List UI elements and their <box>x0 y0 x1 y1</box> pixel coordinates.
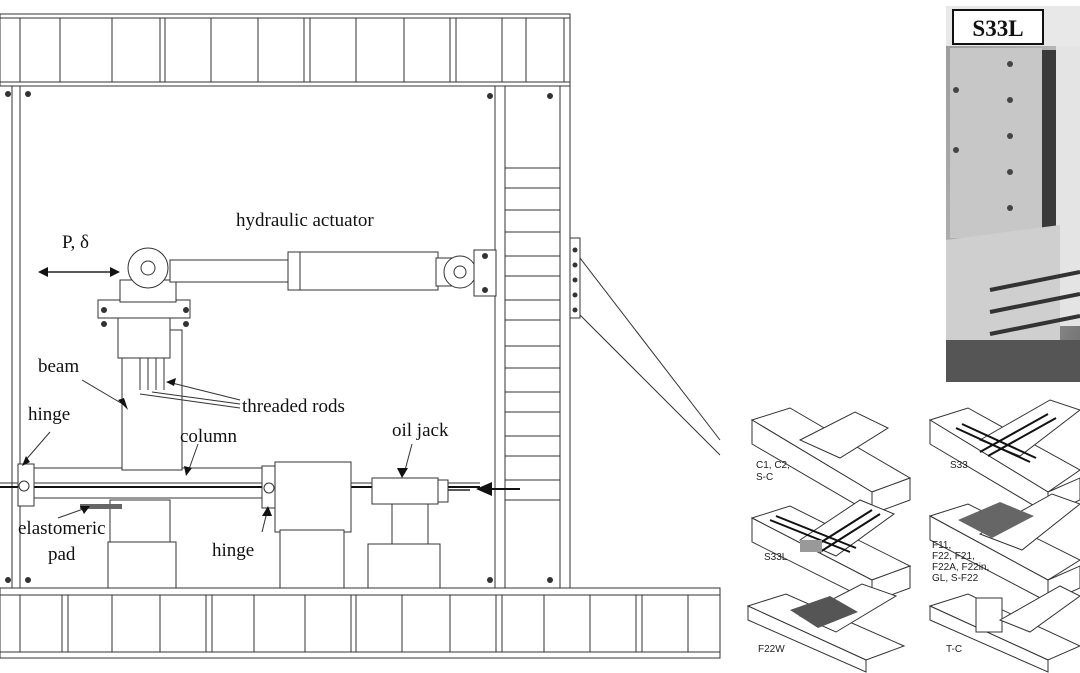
loading-head <box>97 247 191 359</box>
right-frame-column <box>487 85 721 589</box>
oil-jack-label: oil jack <box>392 420 449 441</box>
specimen-sketch-grid: C1, C2, S-C S33 S33L <box>746 399 1080 673</box>
right-hinge <box>261 465 277 509</box>
hinge-right-arrowhead <box>262 506 272 516</box>
actuator-label: hydraulic actuator <box>236 210 374 231</box>
sketch-s33-label: S33 <box>950 460 968 471</box>
specimen-sketch-s33l: S33L <box>750 499 912 603</box>
sketch-f11-label-line4: GL, S-F22 <box>932 573 979 584</box>
specimen-photo: S33L <box>946 6 1080 382</box>
hinge-right-label: hinge <box>212 540 254 561</box>
photo-specimen-label: S33L <box>972 16 1023 41</box>
beam-leader-arrowhead <box>118 398 128 410</box>
column-leader-arrowhead <box>184 466 192 476</box>
load-label: P, δ <box>62 232 89 253</box>
pad-label-line2: pad <box>48 544 76 565</box>
oil-jack <box>367 477 470 589</box>
sketch-f22w-label: F22W <box>758 644 785 655</box>
sketch-c1-label-line1: C1, C2, <box>756 460 790 471</box>
sketch-f11-label-line3: F22A, F22in, <box>932 562 989 573</box>
jack-push-arrow <box>476 482 520 496</box>
left-frame-column <box>5 86 31 588</box>
specimen-sketch-f11: F11, F22, F21, F22A, F22in, GL, S-F22 <box>928 493 1080 603</box>
specimen-sketch-f22w: F22W <box>746 583 906 673</box>
sketch-tc-label: T-C <box>946 644 962 655</box>
sketch-c1-label-line2: S-C <box>756 472 773 483</box>
pad-label-line1: elastomeric <box>18 518 106 539</box>
bottom-reaction-beam <box>0 587 721 659</box>
sketch-f11-label-line1: F11, <box>932 540 951 551</box>
left-hinge <box>17 463 35 507</box>
column-label: column <box>180 426 237 447</box>
pad-arrowhead <box>80 506 90 514</box>
hydraulic-actuator <box>169 249 497 297</box>
specimen-sketch-c1: C1, C2, S-C <box>750 407 912 515</box>
load-cell-assembly <box>107 461 352 589</box>
sketch-f11-label-line2: F22, F21, <box>932 551 975 562</box>
beam-label: beam <box>38 356 79 377</box>
specimen-sketch-tc: T-C <box>928 585 1080 673</box>
elastomeric-pad <box>80 504 122 509</box>
load-double-arrow <box>38 267 120 277</box>
test-setup-drawing: P, δ hydraulic actuator beam threaded ro… <box>0 13 721 659</box>
threaded-rods-arrowhead <box>166 378 176 386</box>
threaded-rods-label: threaded rods <box>242 396 345 417</box>
hinge-left-arrowhead <box>22 456 30 466</box>
oil-jack-arrowhead <box>397 468 408 478</box>
top-reaction-beam <box>0 13 571 87</box>
sketch-s33l-label: S33L <box>764 552 788 563</box>
hinge-left-label: hinge <box>28 404 70 425</box>
